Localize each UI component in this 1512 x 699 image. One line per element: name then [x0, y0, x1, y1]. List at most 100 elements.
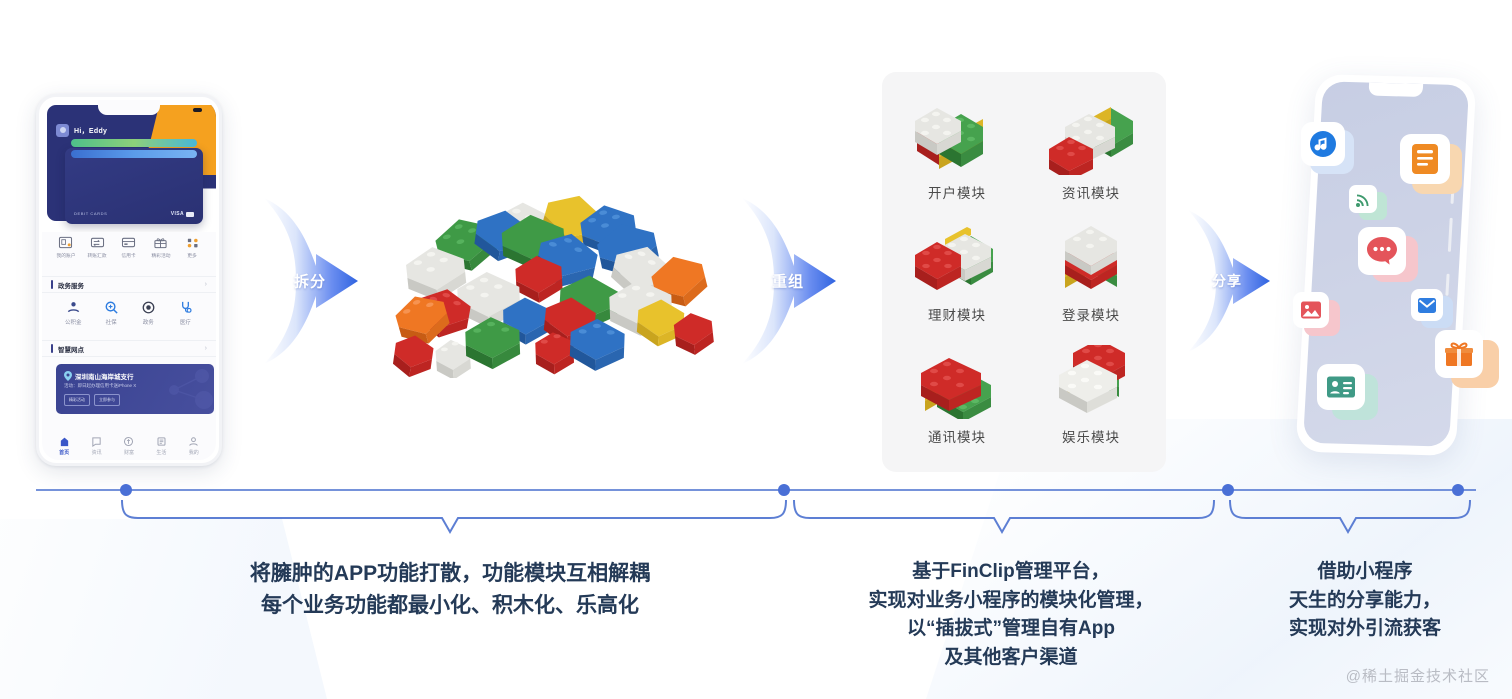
arrow-recombine: 重组: [740, 196, 855, 366]
bank-card[interactable]: DEBIT CARDS VISA: [65, 139, 203, 224]
chat-icon[interactable]: [1358, 227, 1406, 275]
tab-news[interactable]: 资讯: [91, 436, 102, 456]
promo-subtitle: 活动：即日起办理信用卡送iPhone X: [64, 383, 137, 388]
module-card-entertainment[interactable]: 娱乐模块: [1024, 340, 1158, 462]
tab-life[interactable]: 生活: [156, 436, 167, 456]
bracket-2-shape: [793, 499, 1215, 535]
timeline-node-2[interactable]: [778, 484, 790, 496]
location-pin-icon: [64, 371, 72, 381]
hand-coin-icon: [67, 302, 80, 313]
module-card-login[interactable]: 登录模块: [1024, 218, 1158, 340]
timeline-node-1[interactable]: [120, 484, 132, 496]
gov-service-row: 公积金 社保 政务: [42, 300, 216, 326]
timeline-node-4[interactable]: [1452, 484, 1464, 496]
bracket-segment-3: [1226, 498, 1474, 538]
promo-button[interactable]: 精彩活动: [64, 394, 90, 406]
photo-glyph: [1301, 301, 1321, 319]
caption-line: 及其他客户渠道: [944, 646, 1078, 668]
caption-line: 实现对外引流获客: [1288, 618, 1441, 639]
arrow-share-shape: [1188, 210, 1270, 352]
promo-title: 深圳南山海岸城支行: [75, 374, 134, 381]
document-icon[interactable]: [1400, 134, 1450, 184]
module-art: [1045, 96, 1137, 180]
tab-wealth[interactable]: 财富: [123, 436, 134, 456]
card-stripe-green: [71, 139, 197, 147]
right-phone-mockup: [1286, 72, 1499, 462]
brick-stack-wealth-icon: [915, 227, 993, 290]
left-phone-mockup: Hi，Eddy DEBIT CARDS VISA: [36, 94, 222, 466]
gift-icon[interactable]: [1435, 330, 1483, 378]
credit-card-icon: [122, 237, 136, 248]
module-label: 理财模块: [928, 308, 986, 323]
phone-notch: [1368, 82, 1424, 98]
quick-action-events[interactable]: 精彩活动: [145, 236, 177, 259]
grid-more-icon: [187, 238, 198, 248]
gov-service-medical[interactable]: 医疗: [178, 300, 193, 326]
tab-label: 资讯: [91, 450, 102, 456]
section-title: 政务服务: [58, 282, 84, 290]
section-title: 智慧网点: [58, 346, 84, 354]
module-card-news[interactable]: 资讯模块: [1024, 96, 1158, 218]
brick-stack-messaging-icon: [921, 358, 991, 419]
module-card-messaging[interactable]: 通讯模块: [890, 340, 1024, 462]
gift-glyph: [1445, 342, 1473, 366]
mail-glyph: [1418, 297, 1436, 313]
gov-service-provident-fund[interactable]: 公积金: [65, 300, 82, 326]
gov-service-social-security[interactable]: 社保: [104, 300, 119, 326]
bracket-segment-1: [118, 498, 790, 538]
tab-profile[interactable]: 我的: [188, 436, 199, 456]
module-art: [911, 340, 1003, 424]
gov-service-government[interactable]: 政务: [141, 300, 156, 326]
caption-line: 借助小程序: [1317, 561, 1413, 582]
tab-home[interactable]: 首页: [59, 436, 70, 456]
music-icon[interactable]: [1301, 122, 1345, 166]
promo-title-row: 深圳南山海岸城支行: [64, 371, 134, 381]
card-type-label: DEBIT CARDS: [74, 211, 108, 216]
caption-line: 天生的分享能力，: [1288, 589, 1441, 611]
search-badge-icon: [105, 301, 118, 314]
life-icon: [157, 437, 166, 446]
card-stripe-blue: [71, 150, 197, 158]
gov-service-label: 社保: [105, 320, 117, 326]
caption-line: 每个业务功能都最小化、积木化、乐高化: [261, 593, 639, 617]
timeline-node-3[interactable]: [1222, 484, 1234, 496]
contact-icon[interactable]: [1317, 364, 1365, 410]
caption-line: 将臃肿的APP功能打散，功能模块互相解耦: [249, 562, 651, 585]
quick-action-label: 更多: [187, 253, 197, 259]
greeting-row: Hi，Eddy: [56, 124, 107, 137]
mail-icon[interactable]: [1411, 289, 1443, 321]
quick-action-transfer[interactable]: 转账汇款: [82, 236, 114, 259]
module-label: 开户模块: [928, 186, 986, 201]
brick-stack-login-icon: [1065, 226, 1117, 289]
module-grid: 开户模块: [882, 72, 1166, 472]
chip-icon: [186, 211, 194, 217]
quick-action-my-account[interactable]: 我的账户: [50, 236, 82, 259]
section-header-gov[interactable]: 政务服务 ›: [42, 276, 216, 293]
promo-banner[interactable]: 深圳南山海岸城支行 活动：即日起办理信用卡送iPhone X 精彩活动 立即参与: [56, 364, 214, 414]
quick-action-more[interactable]: 更多: [176, 236, 208, 259]
contact-card-glyph: [1327, 376, 1355, 398]
rss-icon[interactable]: [1349, 185, 1377, 213]
photo-icon[interactable]: [1293, 292, 1329, 328]
tab-label: 我的: [188, 450, 199, 456]
music-note-glyph: [1310, 131, 1336, 157]
gov-service-label: 公积金: [65, 320, 82, 326]
watermark: @稀土掘金技术社区: [1345, 668, 1490, 685]
left-phone-screen: Hi，Eddy DEBIT CARDS VISA: [42, 100, 216, 460]
section-accent-bar: [51, 280, 53, 289]
lego-pile-art: [392, 195, 714, 380]
gov-service-label: 政务: [142, 320, 154, 326]
card-brand-text: VISA: [170, 211, 184, 217]
phone-notch: [98, 100, 160, 115]
tab-label: 首页: [59, 450, 70, 456]
quick-action-credit-card[interactable]: 信用卡: [113, 236, 145, 259]
left-phone-hero: Hi，Eddy DEBIT CARDS VISA: [42, 100, 216, 232]
tab-label: 生活: [156, 450, 167, 456]
promo-button[interactable]: 立即参与: [94, 394, 120, 406]
module-card-wealth[interactable]: 理财模块: [890, 218, 1024, 340]
module-card-account[interactable]: 开户模块: [890, 96, 1024, 218]
brick-stack-entertainment-icon: [1059, 345, 1125, 413]
arrow-recombine-shape: [742, 198, 836, 364]
section-header-branch[interactable]: 智慧网点 ›: [42, 340, 216, 357]
